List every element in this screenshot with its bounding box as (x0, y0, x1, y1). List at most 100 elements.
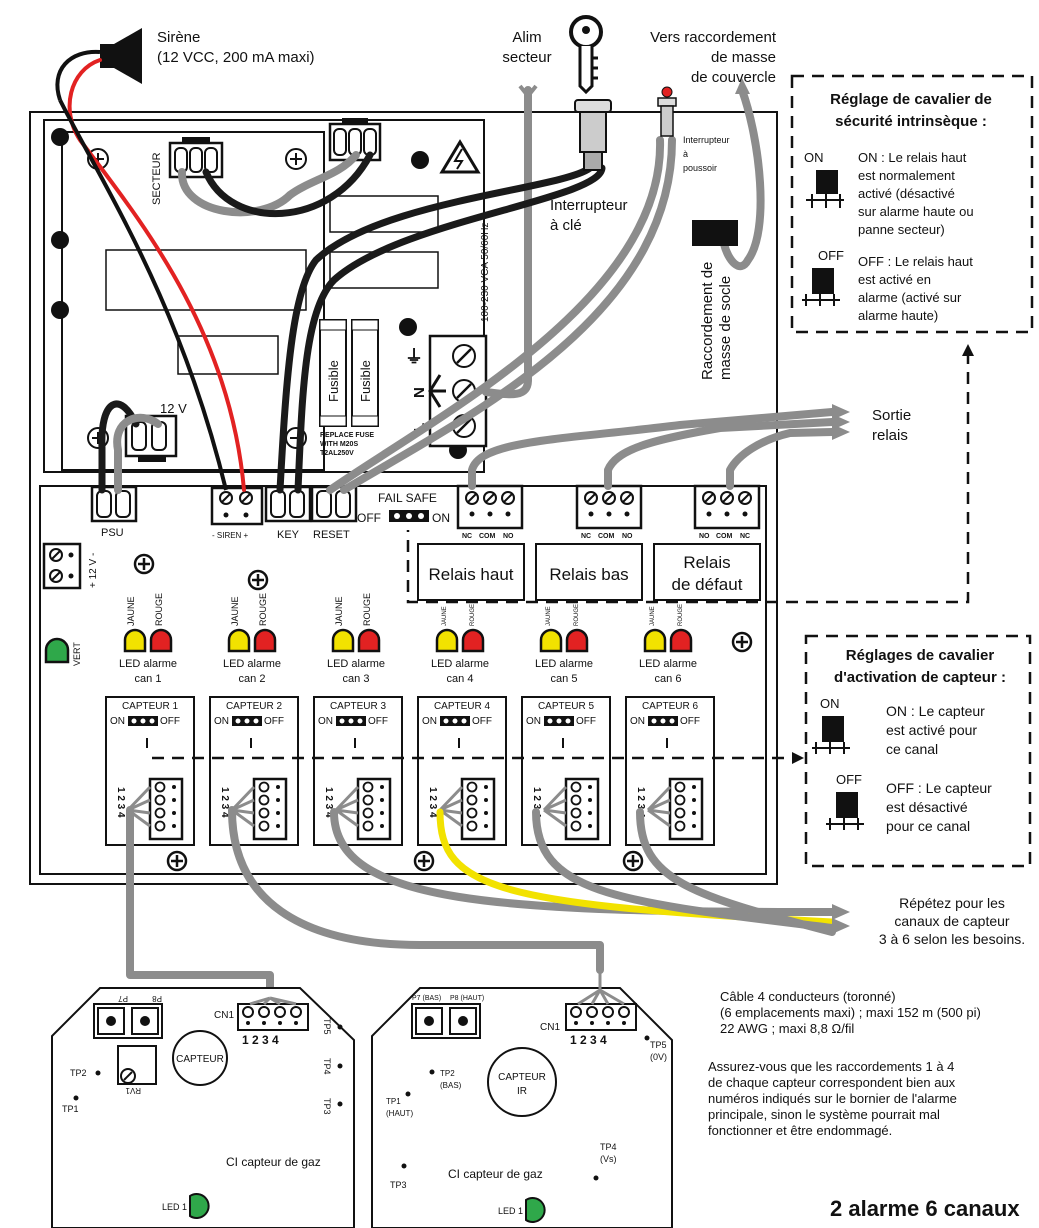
ir-led-label: LED 1 (498, 1206, 523, 1216)
relay-low-box (535, 543, 643, 601)
repeat-line-3: 3 à 6 selon les besoins. (879, 931, 1025, 947)
ir-board-name: CI capteur de gaz (448, 1167, 543, 1181)
failsafe-label: FAIL SAFE (378, 491, 437, 505)
ir-tp4: TP4 (600, 1142, 617, 1152)
jumper-on-label: ON (630, 716, 645, 727)
failsafe-title-1: Réglage de cavalier de (830, 91, 992, 108)
channel-label: can 2 (239, 673, 266, 685)
repeat-line-1: Répétez pour les (899, 895, 1005, 911)
red-led (565, 628, 589, 653)
red-led (461, 628, 485, 653)
capteur-label: CAPTEUR 2 (226, 701, 283, 712)
capteur-label: CAPTEUR 4 (434, 701, 491, 712)
warning-line-1: Assurez-vous que les raccordements 1 à 4 (708, 1059, 954, 1074)
ir-tp3: TP3 (390, 1180, 407, 1190)
jumper-off-label: OFF (264, 716, 284, 727)
sensor-on-2: est activé pour (886, 722, 977, 738)
led-alarm-label: LED alarme (119, 658, 177, 670)
pin-numbers: 1 2 3 4 (323, 787, 334, 818)
gas-cn1: CN1 (214, 1010, 234, 1021)
relay3-nc: NC (740, 533, 750, 540)
gas-pins: 1 2 3 4 (242, 1033, 279, 1047)
jumper-on-label: ON (214, 716, 229, 727)
rouge-label: ROUGE (362, 593, 372, 626)
base-ground-label-1: Raccordement de (699, 262, 716, 380)
ir-sensor-element (487, 1047, 557, 1117)
failsafe-off-3: alarme (activé sur (858, 290, 962, 305)
capteur-label: CAPTEUR 3 (330, 701, 387, 712)
relay1-nc: NC (462, 533, 472, 540)
led-alarm-label: LED alarme (223, 658, 281, 670)
12v-output-label: + 12 V - (88, 553, 99, 588)
failsafe-settings-box (790, 74, 1034, 334)
key-terminal (264, 485, 312, 523)
mains-label-2: secteur (502, 49, 551, 66)
reset-terminal-label: RESET (313, 529, 350, 541)
channel-label: can 3 (343, 673, 370, 685)
ir-cn1-terminal (565, 1003, 637, 1031)
ir-tp5b: (0V) (650, 1052, 667, 1062)
yellow-led (331, 628, 355, 653)
mains-label-1: Alim (512, 29, 541, 46)
failsafe-on: ON (432, 511, 450, 525)
led-alarm-label: LED alarme (327, 658, 385, 670)
fuse2-label: Fusible (358, 360, 373, 402)
warning-line-2: de chaque capteur correspondent bien aux (708, 1075, 956, 1090)
jumper-on-label: ON (318, 716, 333, 727)
footer-title: 2 alarme 6 canaux (830, 1196, 1020, 1221)
gas-p7: P7 (118, 994, 128, 1003)
replace-fuse-2: WITH M20S (320, 441, 358, 448)
relay-fault-box (653, 543, 761, 601)
terminal-n-label: N (411, 387, 428, 398)
pushbutton-label-3: poussoir (683, 163, 717, 173)
relay-output-label-2: relais (872, 427, 908, 444)
sensor-off-2: est désactivé (886, 799, 968, 815)
ir-tp1: TP1 (386, 1097, 401, 1106)
psu-terminal-label: PSU (101, 527, 124, 539)
relay-fault-line2: de défaut (672, 575, 743, 594)
relay1-no: NO (503, 533, 514, 540)
siren-terminal-label: - SIREN + (212, 531, 249, 540)
gas-p8: P8 (152, 994, 162, 1003)
gas-tp4: TP4 (322, 1058, 332, 1075)
key-switch-icon (574, 99, 612, 171)
jaune-label: JAUNE (546, 606, 552, 626)
failsafe-off-1: OFF : Le relais haut (858, 254, 973, 269)
cable-line-1: Câble 4 conducteurs (toronné) (720, 989, 896, 1004)
failsafe-off-2: est activé en (858, 272, 931, 287)
rouge-label: ROUGE (258, 593, 268, 626)
rouge-label: ROUGE (470, 604, 476, 626)
jumper-on-label: ON (526, 716, 541, 727)
pin-numbers: 1 2 3 4 (635, 787, 646, 818)
siren-terminal (210, 486, 264, 526)
fuses (319, 319, 379, 427)
failsafe-on-1: ON : Le relais haut (858, 150, 967, 165)
keyswitch-label-1: Interrupteur (550, 197, 628, 214)
relay2-com: COM (598, 533, 615, 540)
pin-numbers: 1 2 3 4 (427, 787, 438, 818)
led-alarm-label: LED alarme (431, 658, 489, 670)
jumper-off-label: OFF (680, 716, 700, 727)
lid-label-1: Vers raccordement (650, 29, 777, 46)
sensor-title-2: d'activation de capteur : (834, 669, 1006, 686)
red-led (357, 628, 381, 653)
ir-p7-p8 (411, 1003, 481, 1039)
psu-panel (43, 119, 485, 473)
pushbutton-label-1: Interrupteur (683, 135, 730, 145)
jumper-off-label: OFF (576, 716, 596, 727)
yellow-led (227, 628, 251, 653)
ir-tp5: TP5 (650, 1040, 667, 1050)
jaune-label: JAUNE (442, 606, 448, 626)
ir-pins: 1 2 3 4 (570, 1033, 607, 1047)
sensor-off-1: OFF : Le capteur (886, 780, 992, 796)
cable-line-2: (6 emplacements maxi) ; maxi 152 m (500 … (720, 1005, 981, 1020)
replace-fuse-1: REPLACE FUSE (320, 432, 374, 439)
sensor-on-3: ce canal (886, 741, 938, 757)
warning-line-4: principale, sinon le système pourrait ma… (708, 1107, 940, 1122)
base-ground-label-2: masse de socle (717, 276, 734, 380)
rouge-label: ROUGE (574, 604, 580, 626)
